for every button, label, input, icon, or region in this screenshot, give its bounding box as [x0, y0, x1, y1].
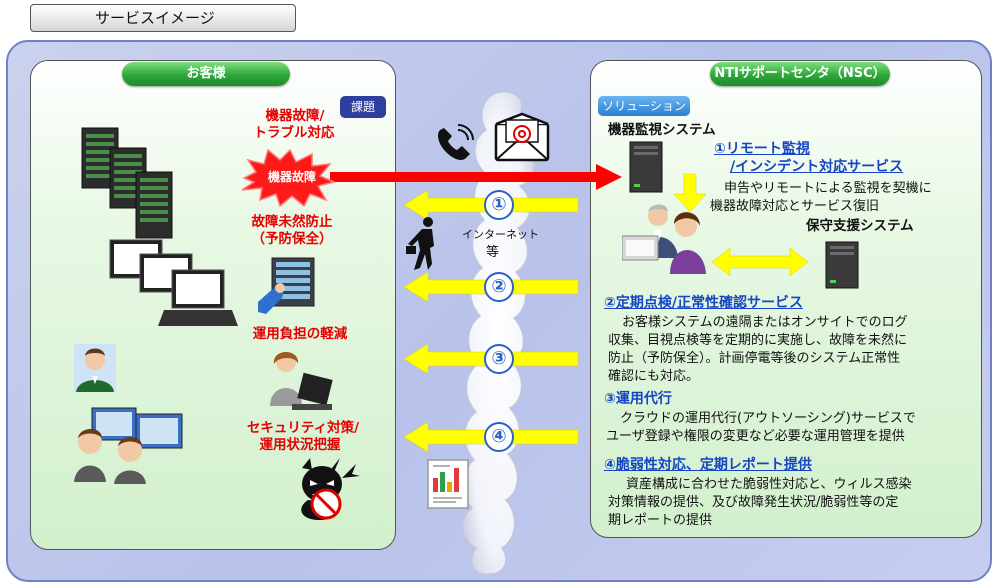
service-1-title-line2: /インシデント対応サービス	[730, 159, 904, 175]
issue-1-line2: トラブル対応	[253, 125, 335, 141]
service-2-desc-line4: 確認にも対応。	[608, 369, 700, 384]
yellow-arrow-down	[673, 173, 707, 213]
issue-3: 運用負担の軽減	[252, 326, 348, 342]
cloud-label-2: 等	[486, 245, 500, 260]
support-server-icon	[825, 241, 859, 289]
service-4-desc-line2: 対策情報の提供、及び故障発生状況/脆弱性等の定	[608, 495, 899, 510]
service-1-title-line1: ①リモート監視	[714, 141, 810, 157]
user-avatar-icon	[74, 344, 116, 392]
page-title: サービスイメージ	[30, 4, 296, 32]
operator-touch-icon	[258, 257, 315, 314]
server-rack-icon	[81, 127, 173, 239]
walking-person-icon	[406, 217, 434, 270]
report-document-icon	[427, 459, 469, 509]
service-2-desc-line1: お客様システムの遠隔またはオンサイトでのログ	[622, 315, 908, 330]
service-2-title: ②定期点検/正常性確認サービス	[604, 295, 803, 311]
issue-2-line2: （予防保全）	[251, 231, 333, 247]
service-4-desc-line3: 期レポートの提供	[608, 513, 713, 528]
service-3-desc-line2: ユーザ登録や権限の変更など必要な運用管理を提供	[606, 429, 905, 444]
service-1-desc-line2: 機器故障対応とサービス復旧	[710, 199, 880, 214]
burst-label: 機器故障	[267, 170, 316, 184]
service-3-title: ③運用代行	[604, 391, 672, 407]
service-2-desc-line3: 防止（予防保全）。計画停電等後のシステム正常性	[608, 351, 901, 366]
step-number-4: ④	[484, 422, 514, 452]
internet-cloud-icon	[461, 91, 536, 575]
office-workers-icon	[74, 407, 183, 484]
support-staff-icon	[622, 204, 706, 274]
step-number-2: ②	[484, 272, 514, 302]
phone-icon	[438, 124, 474, 160]
issue-2-line1: 故障未然防止	[251, 214, 333, 230]
step-number-3: ③	[484, 344, 514, 374]
service-2-desc-line2: 収集、目視点検等を定期的に実施し、故障を未然に	[608, 333, 908, 348]
service-4-desc-line1: 資産構成に合わせた脆弱性対応と、ウィルス感染	[626, 477, 912, 492]
cloud-label-1: インターネット	[462, 228, 539, 241]
failure-burst-icon	[241, 148, 336, 208]
support-center-panel	[590, 60, 982, 538]
issue-4-line2: 運用状況把握	[259, 437, 341, 453]
yellow-arrow-double	[711, 247, 809, 277]
service-3-desc-line1: クラウドの運用代行(アウトソーシング)サービスで	[620, 411, 916, 426]
support-center-header: NTIサポートセンタ（NSC）	[710, 62, 890, 86]
help-desk-operator-icon	[270, 352, 333, 410]
service-1-desc-line1: 申告やリモートによる監視を契機に	[724, 181, 932, 196]
issue-4-line1: セキュリティ対策/	[246, 420, 360, 436]
service-4-title: ④脆弱性対応、定期レポート提供	[604, 457, 812, 473]
malware-devil-icon	[301, 458, 360, 520]
step-number-1: ①	[484, 190, 514, 220]
monitoring-server-icon	[629, 141, 663, 193]
email-icon	[494, 112, 550, 162]
customer-header: お客様	[122, 62, 290, 86]
red-arrow	[330, 164, 622, 190]
system-label-monitoring: 機器監視システム	[608, 122, 716, 138]
solution-badge: ソリューション	[598, 96, 690, 116]
issue-1-line1: 機器故障/	[265, 108, 325, 124]
laptop-icon	[109, 239, 238, 326]
issues-badge: 課題	[340, 96, 386, 118]
system-label-support: 保守支援システム	[806, 218, 914, 234]
